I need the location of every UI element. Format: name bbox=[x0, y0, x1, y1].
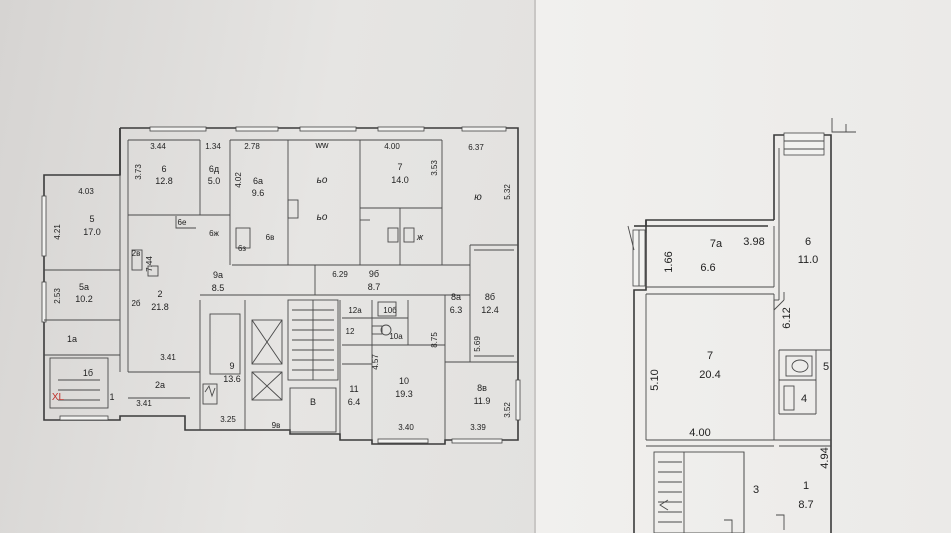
room-6g-number: 6з bbox=[238, 244, 246, 253]
dim-label: 4.94 bbox=[819, 447, 831, 468]
room-8a-area: 6.3 bbox=[450, 305, 463, 315]
dim-label: 2.53 bbox=[53, 288, 62, 304]
room-2a-number: 2а bbox=[155, 380, 165, 390]
room-9b-area: 8.7 bbox=[368, 282, 381, 292]
room-10b-number: 10б bbox=[383, 306, 397, 315]
dim-label: 5.69 bbox=[473, 336, 482, 352]
room-7-number: 7 bbox=[397, 162, 402, 172]
room-2-area: 21.8 bbox=[151, 302, 169, 312]
dim-label: 4.21 bbox=[53, 224, 62, 240]
room-6-area: 12.8 bbox=[155, 176, 173, 186]
dim-label: 7.44 bbox=[145, 256, 154, 272]
dim-label: 3.44 bbox=[150, 142, 166, 151]
xl-stamp: XL bbox=[52, 392, 65, 403]
room-5a-number: 5а bbox=[79, 282, 89, 292]
handwritten-note: ю bbox=[474, 192, 482, 203]
room-8v-area: 11.9 bbox=[474, 396, 491, 406]
room-9b-number: 9б bbox=[369, 269, 379, 279]
room-6v-number: 6в bbox=[266, 233, 275, 242]
r-room-5-number: 5 bbox=[823, 361, 829, 373]
dim-label: 6.29 bbox=[332, 270, 348, 279]
left-plan-sheet: 5 17.0 5а 10.2 1а 1б 1 6 12.8 6д 5.0 6а … bbox=[0, 0, 536, 533]
handwritten-note: ж bbox=[416, 232, 424, 242]
handwritten-note: ьо bbox=[317, 212, 328, 223]
room-12-number: 12 bbox=[346, 327, 355, 336]
room-9-area: 13.6 bbox=[223, 374, 241, 384]
room-9v-number: 9в bbox=[272, 421, 281, 430]
room-6-number: 6 bbox=[161, 164, 166, 174]
dim-label: 3.98 bbox=[743, 236, 764, 248]
dim-label: 1.34 bbox=[205, 142, 221, 151]
room-6e-number: 6е bbox=[178, 218, 187, 227]
right-floor-plan: 7а 6.6 6 11.0 7 20.4 5 4 3 1 8.7 3.98 1.… bbox=[627, 118, 856, 533]
room-6a-number: 6а bbox=[253, 176, 263, 186]
room-5-area: 17.0 bbox=[83, 227, 101, 237]
sheet-gap bbox=[534, 0, 537, 533]
r-room-7-number: 7 bbox=[707, 350, 713, 362]
room-12a-number: 12а bbox=[348, 306, 362, 315]
dim-label: 3.40 bbox=[398, 423, 414, 432]
dim-label: 3.52 bbox=[503, 402, 512, 418]
dim-label: 6.37 bbox=[468, 143, 484, 152]
room-8v-number: 8в bbox=[477, 383, 487, 393]
dim-label: 3.41 bbox=[136, 399, 152, 408]
r-room-6-number: 6 bbox=[805, 236, 811, 248]
room-9a-number: 9а bbox=[213, 270, 223, 280]
room-2v-number: 2в bbox=[132, 249, 141, 258]
right-plan-sheet: 7а 6.6 6 11.0 7 20.4 5 4 3 1 8.7 3.98 1.… bbox=[536, 0, 951, 533]
room-6zh-number: 6ж bbox=[209, 229, 219, 238]
dim-label: 5.10 bbox=[649, 369, 661, 390]
room-1a-number: 1а bbox=[67, 334, 77, 344]
dim-label: 3.73 bbox=[134, 164, 143, 180]
dim-label: 3.25 bbox=[220, 415, 236, 424]
room-9-number: 9 bbox=[229, 361, 234, 371]
room-8a-number: 8а bbox=[451, 292, 461, 302]
room-10a-number: 10а bbox=[389, 332, 403, 341]
room-v-number: В bbox=[310, 397, 316, 407]
dim-label: 4.57 bbox=[371, 354, 380, 370]
dim-label: 5.32 bbox=[503, 184, 512, 200]
r-room-3-number: 3 bbox=[753, 484, 759, 496]
room-1b-number: 1б bbox=[83, 368, 93, 378]
handwritten-note: ьо bbox=[317, 175, 328, 186]
dim-label: 1.66 bbox=[663, 251, 675, 272]
dim-label: 6.12 bbox=[781, 307, 793, 328]
room-8b-area: 12.4 bbox=[481, 305, 499, 315]
dim-label: 4.03 bbox=[78, 187, 94, 196]
room-8b-number: 8б bbox=[485, 292, 495, 302]
r-room-1-number: 1 bbox=[803, 480, 809, 492]
dim-label: 3.53 bbox=[430, 160, 439, 176]
room-1-number: 1 bbox=[109, 392, 114, 402]
r-room-7a-number: 7а bbox=[710, 238, 723, 250]
left-floor-plan: 5 17.0 5а 10.2 1а 1б 1 6 12.8 6д 5.0 6а … bbox=[41, 126, 521, 445]
dim-label: 8.75 bbox=[430, 332, 439, 348]
room-6a-area: 9.6 bbox=[252, 188, 265, 198]
room-9a-area: 8.5 bbox=[212, 283, 225, 293]
room-10-number: 10 bbox=[399, 376, 409, 386]
room-11-area: 6.4 bbox=[348, 397, 361, 407]
room-6d-area: 5.0 bbox=[208, 176, 221, 186]
room-2-number: 2 bbox=[157, 289, 162, 299]
room-5-number: 5 bbox=[89, 214, 94, 224]
r-room-4-number: 4 bbox=[801, 393, 807, 405]
r-room-7-area: 20.4 bbox=[699, 369, 720, 381]
dim-label: 4.00 bbox=[689, 427, 710, 439]
dim-label: 2.78 bbox=[244, 142, 260, 151]
room-ww-number: ww bbox=[315, 140, 329, 150]
dim-label: 4.00 bbox=[384, 142, 400, 151]
r-room-1-area: 8.7 bbox=[798, 499, 813, 511]
room-11-number: 11 bbox=[349, 384, 358, 394]
room-6d-number: 6д bbox=[209, 164, 220, 174]
room-7-area: 14.0 bbox=[391, 175, 409, 185]
dim-label: 4.02 bbox=[234, 172, 243, 188]
room-10-area: 19.3 bbox=[395, 389, 413, 399]
room-2b-number: 2б bbox=[131, 299, 140, 308]
dim-label: 3.39 bbox=[470, 423, 486, 432]
r-room-7a-area: 6.6 bbox=[700, 262, 715, 274]
r-room-6-area: 11.0 bbox=[798, 254, 819, 266]
dim-label: 3.41 bbox=[160, 353, 176, 362]
room-5a-area: 10.2 bbox=[75, 294, 93, 304]
